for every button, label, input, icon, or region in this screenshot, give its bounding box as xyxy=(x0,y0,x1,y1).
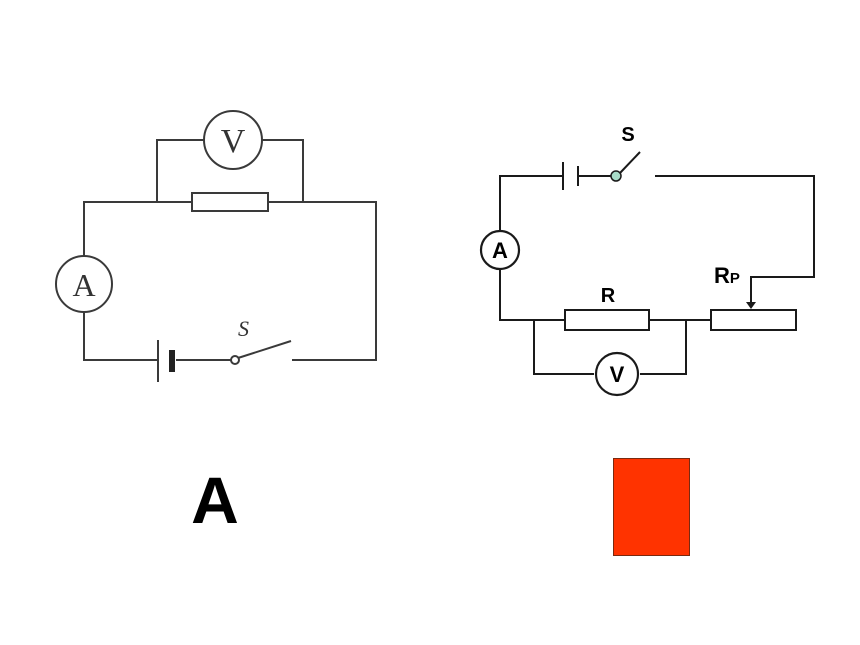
left-wire-loop xyxy=(83,201,377,361)
right-resistor xyxy=(564,309,650,331)
right-switch: S xyxy=(610,124,641,182)
right-wire-bottom xyxy=(499,268,711,321)
right-voltmeter-symbol: V xyxy=(610,362,625,387)
left-voltmeter-symbol: V xyxy=(221,123,246,160)
right-battery xyxy=(562,162,579,190)
right-ammeter: A xyxy=(479,229,521,271)
right-rheostat-slider-arrow xyxy=(746,302,756,309)
right-resistor-label: R xyxy=(601,285,616,307)
right-rheostat-label: RP xyxy=(714,263,740,288)
right-switch-label: S xyxy=(621,124,634,146)
left-voltmeter-branch xyxy=(156,139,304,202)
left-circuit: V A S xyxy=(55,110,377,382)
right-ammeter-symbol: A xyxy=(492,238,508,263)
right-circuit: S A R RP V xyxy=(479,124,815,397)
left-resistor xyxy=(191,192,269,212)
left-voltmeter: V xyxy=(203,110,263,170)
right-wire-main xyxy=(499,175,815,307)
left-ammeter-symbol: A xyxy=(72,267,95,303)
right-voltmeter: V xyxy=(594,351,640,397)
left-ammeter: A xyxy=(55,255,113,313)
right-rheostat xyxy=(710,309,797,331)
answer-block[interactable] xyxy=(613,458,690,556)
left-switch: S xyxy=(230,316,292,365)
option-label: A xyxy=(191,463,239,537)
left-switch-label: S xyxy=(238,316,249,341)
left-battery xyxy=(157,340,175,382)
right-voltmeter-branch xyxy=(533,320,687,375)
